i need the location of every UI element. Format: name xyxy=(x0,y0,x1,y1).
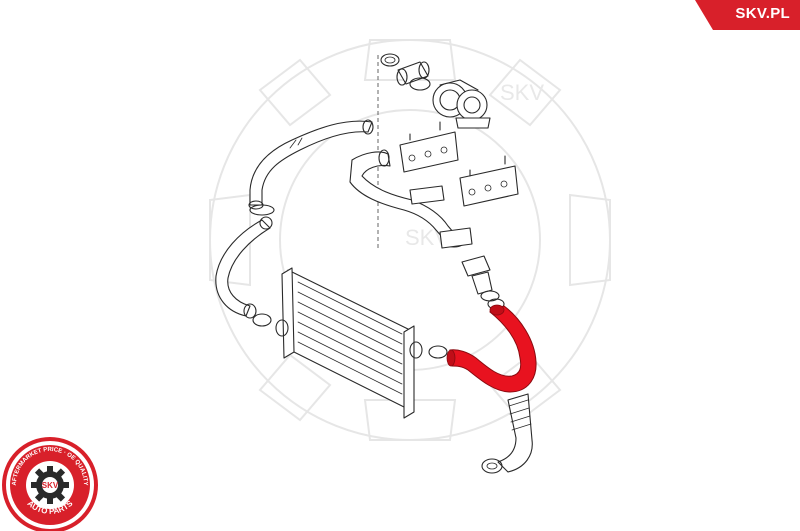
brand-tab-shape xyxy=(695,0,800,30)
watermark-text-upper: SKV xyxy=(500,80,544,105)
manifold-lower xyxy=(409,155,519,207)
badge-center-text: SKV xyxy=(42,481,59,490)
highlighted-charge-air-hose xyxy=(446,304,537,393)
skv-auto-parts-badge: SKV AFTERMARKET PRICE · OE QUALITY AUTO … xyxy=(2,437,98,531)
bottom-corrugated-hose xyxy=(481,393,533,474)
turbocharger xyxy=(432,79,491,129)
brand-tab: SKV.PL xyxy=(685,0,800,30)
top-hose-assembly xyxy=(380,53,431,91)
lower-left-hose xyxy=(215,216,273,327)
throttle-connector xyxy=(461,255,505,310)
intercooler xyxy=(275,267,448,419)
manifold-upper xyxy=(399,121,459,173)
brand-name: SKV.PL xyxy=(735,5,790,22)
upper-left-hose xyxy=(248,119,374,216)
